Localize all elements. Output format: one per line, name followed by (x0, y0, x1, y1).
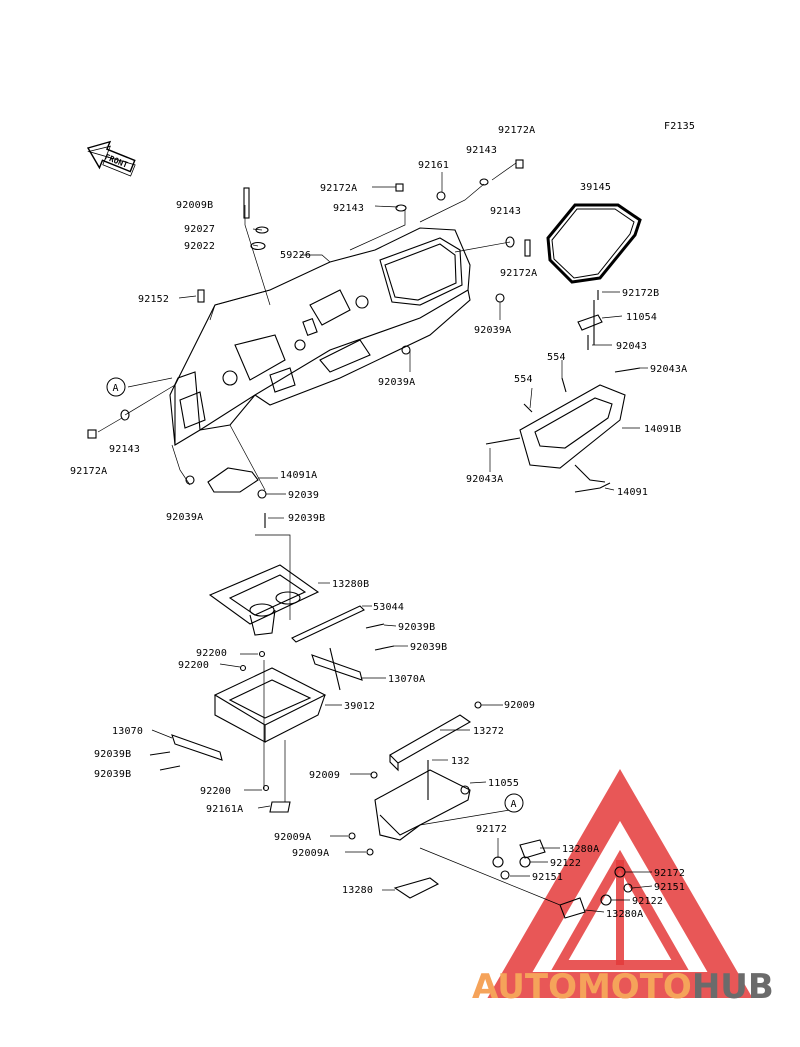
label-13280b: 13280B (332, 579, 369, 590)
label-11054: 11054 (626, 312, 657, 323)
label-554: 554 (514, 374, 533, 385)
label-13272: 13272 (473, 726, 504, 737)
label-92200: 92200 (196, 648, 227, 659)
label-92039b: 92039B (410, 642, 447, 653)
label-92172a: 92172A (498, 125, 535, 136)
part-13070a (311, 654, 363, 681)
label-92143: 92143 (109, 444, 140, 455)
label-92043: 92043 (616, 341, 647, 352)
bolts (87, 159, 641, 856)
label-39012: 39012 (344, 701, 375, 712)
part-labels: 92172A 92143 92161 92172A 92143 39145 92… (70, 125, 687, 920)
part-13280b-cupholder (208, 564, 320, 636)
callout-a-upper: A (106, 377, 126, 397)
label-92143: 92143 (466, 145, 497, 156)
label-13280: 13280 (342, 885, 373, 896)
label-92122: 92122 (550, 858, 581, 869)
label-92172: 92172 (654, 868, 685, 879)
label-13070a: 13070A (388, 674, 425, 685)
label-14091b: 14091B (644, 424, 681, 435)
label-92039b: 92039B (94, 769, 131, 780)
part-53044-strip (291, 605, 365, 643)
watermark-text-automoto: AUTOMOTO (472, 967, 692, 1007)
label-92009a: 92009A (274, 832, 311, 843)
label-92009a: 92009A (292, 848, 329, 859)
part-11054 (577, 314, 603, 331)
label-92039a: 92039A (166, 512, 203, 523)
label-14091a: 14091A (280, 470, 317, 481)
label-92043a: 92043A (466, 474, 503, 485)
label-92027: 92027 (184, 224, 215, 235)
fastener-92039 (185, 293, 505, 499)
leader-lines (97, 162, 653, 913)
label-92143: 92143 (333, 203, 364, 214)
label-132: 132 (451, 756, 470, 767)
svg-text:A: A (113, 383, 119, 394)
part-13070 (171, 734, 223, 761)
watermark: AUTOMOTOHUB (472, 769, 774, 1007)
front-arrow-icon: FRONT (86, 140, 136, 177)
label-13280a: 13280A (606, 909, 643, 920)
label-92172a: 92172A (70, 466, 107, 477)
label-39145: 39145 (580, 182, 611, 193)
callout-a-lower: A (504, 793, 524, 813)
label-92039: 92039 (288, 490, 319, 501)
label-92039a: 92039A (378, 377, 415, 388)
label-92172a: 92172A (320, 183, 357, 194)
label-14091: 14091 (617, 487, 648, 498)
part-39012-box (213, 667, 327, 743)
figure-code: F2135 (664, 121, 695, 132)
label-92039a: 92039A (474, 325, 511, 336)
label-92152: 92152 (138, 294, 169, 305)
watermark-text-hub: HUB (692, 967, 774, 1007)
label-92172b: 92172B (622, 288, 659, 299)
part-13280 (393, 877, 440, 899)
label-92009: 92009 (504, 700, 535, 711)
label-92043a: 92043A (650, 364, 687, 375)
label-92009b: 92009B (176, 200, 213, 211)
part-92161a (269, 801, 291, 813)
label-554: 554 (547, 352, 566, 363)
label-92161: 92161 (418, 160, 449, 171)
label-92039b: 92039B (288, 513, 325, 524)
label-13280a: 13280A (562, 844, 599, 855)
label-92122: 92122 (632, 896, 663, 907)
label-92172: 92172 (476, 824, 507, 835)
part-14091a (207, 467, 259, 493)
label-92200: 92200 (178, 660, 209, 671)
label-92172a: 92172A (500, 268, 537, 279)
label-92022: 92022 (184, 241, 215, 252)
label-92151: 92151 (654, 882, 685, 893)
label-92039b: 92039B (398, 622, 435, 633)
part-14091b-lid (519, 384, 626, 493)
label-59226: 59226 (280, 250, 311, 261)
dash-panel-59226 (169, 227, 471, 446)
label-53044: 53044 (373, 602, 404, 613)
label-13070: 13070 (112, 726, 143, 737)
watermark-triangle-icon (487, 769, 753, 998)
part-39145-gasket (546, 203, 642, 284)
label-92009: 92009 (309, 770, 340, 781)
label-92143: 92143 (490, 206, 521, 217)
part-13272-rail (389, 714, 472, 772)
part-11055-frame (374, 769, 471, 841)
svg-text:A: A (511, 799, 517, 810)
label-11055: 11055 (488, 778, 519, 789)
label-92161a: 92161A (206, 804, 243, 815)
label-92200: 92200 (200, 786, 231, 797)
label-92151: 92151 (532, 872, 563, 883)
svg-text:AUTOMOTOHUB: AUTOMOTOHUB (472, 967, 774, 1007)
label-92039b: 92039B (94, 749, 131, 760)
